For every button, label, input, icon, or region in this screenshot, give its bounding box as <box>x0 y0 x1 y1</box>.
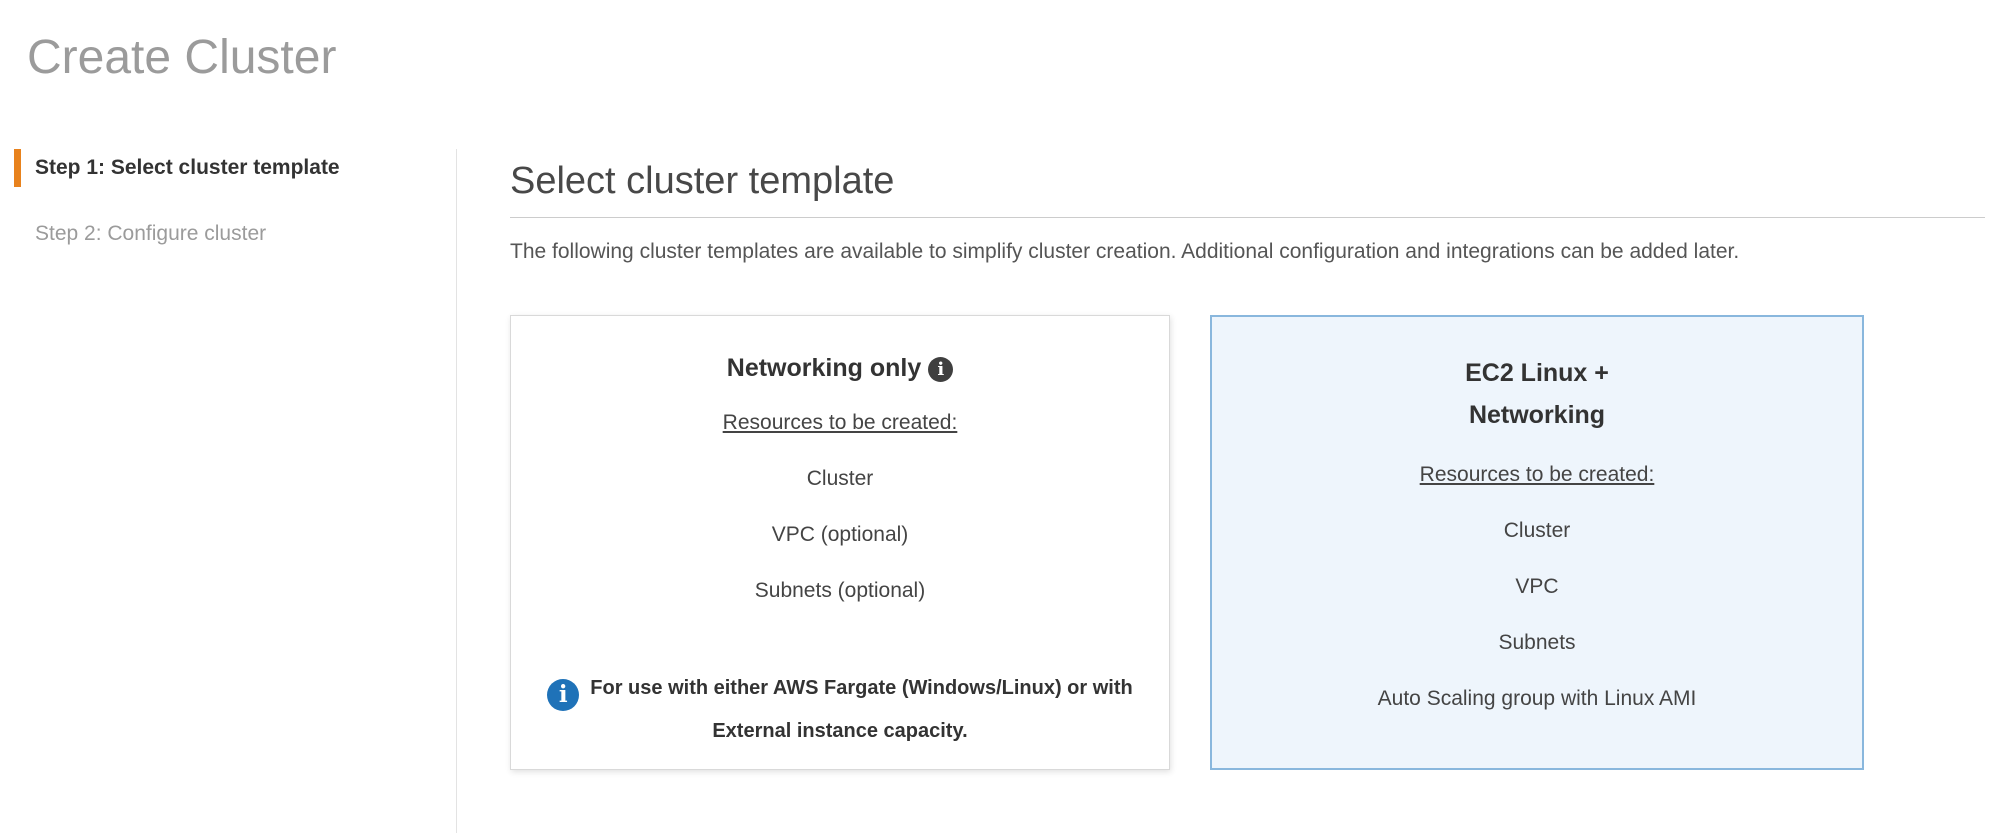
resource-item: Subnets (optional) <box>754 579 926 602</box>
resource-item: Cluster <box>806 467 874 490</box>
sidebar-step-1[interactable]: Step 1: Select cluster template <box>14 149 456 187</box>
step-1-label: Step 1: Select cluster template <box>35 156 340 179</box>
steps-sidebar: Step 1: Select cluster template Step 2: … <box>0 149 456 833</box>
step-2-label: Step 2: Configure cluster <box>35 222 267 245</box>
resource-item: Auto Scaling group with Linux AMI <box>1377 687 1697 710</box>
section-heading: Select cluster template <box>510 160 895 202</box>
section-description: The following cluster templates are avai… <box>510 240 1740 263</box>
info-icon[interactable]: i <box>928 357 954 382</box>
card-title: EC2 Linux + Networking <box>1465 359 1609 429</box>
resource-item: VPC (optional) <box>771 523 909 546</box>
card-note: i For use with either AWS Fargate (Window… <box>540 668 1140 751</box>
resources-label: Resources to be created: <box>1419 463 1655 486</box>
heading-divider <box>510 217 1985 218</box>
page-title: Create Cluster <box>27 31 337 84</box>
template-card-ec2-linux-networking[interactable]: EC2 Linux + Networking Resources to be c… <box>1210 315 1864 770</box>
resource-item: VPC <box>1515 575 1559 598</box>
wizard-layout: Step 1: Select cluster template Step 2: … <box>0 149 1999 833</box>
card-note-text: For use with either AWS Fargate (Windows… <box>590 677 1133 742</box>
main-content: Select cluster template The following cl… <box>456 149 1999 833</box>
resources-label: Resources to be created: <box>722 411 958 434</box>
resource-item: Cluster <box>1503 519 1571 542</box>
info-icon-blue: i <box>547 679 580 711</box>
resource-item: Subnets <box>1498 631 1576 654</box>
sidebar-step-2[interactable]: Step 2: Configure cluster <box>14 215 456 253</box>
card-title-text: Networking only <box>726 354 922 382</box>
